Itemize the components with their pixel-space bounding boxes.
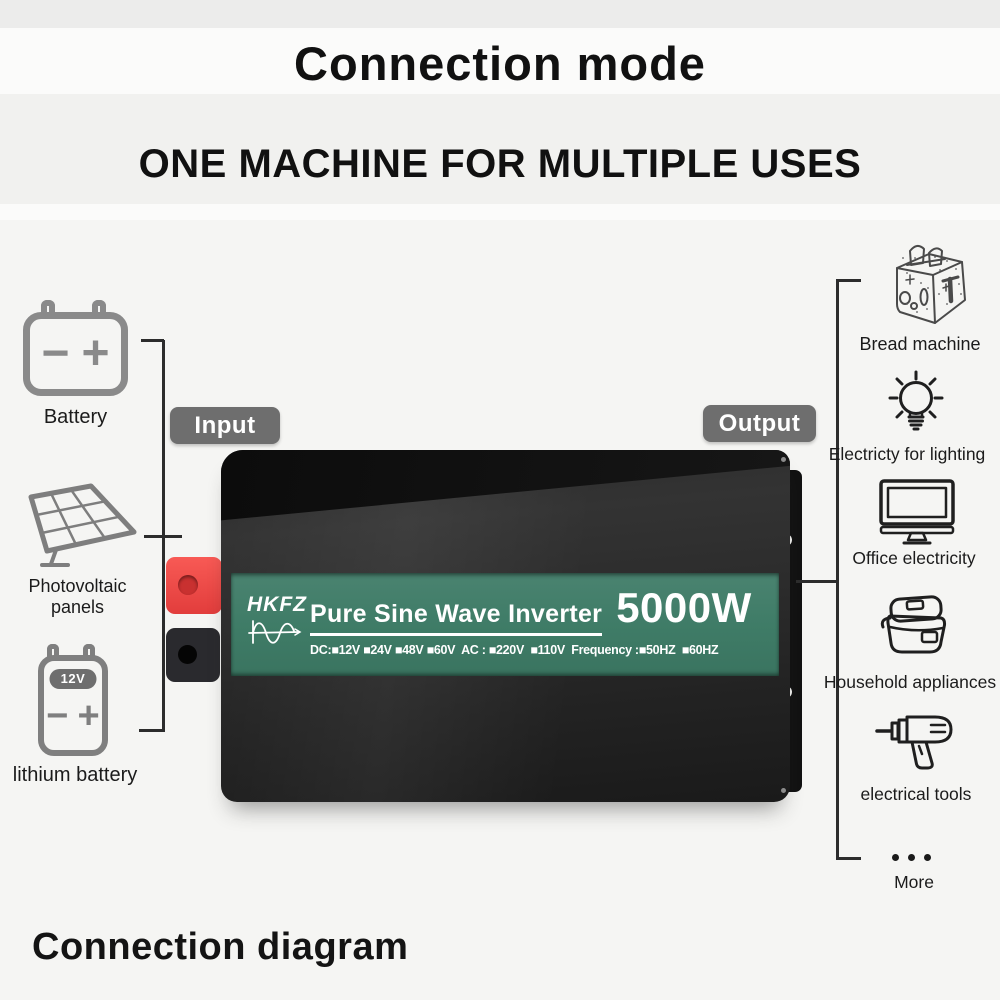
input-stub-battery: [141, 339, 164, 342]
drill-icon: [875, 715, 953, 770]
battery-icon: − +: [23, 300, 128, 396]
rice-cooker-icon: [880, 595, 947, 654]
light-bulb-icon: [888, 370, 944, 431]
output-bracket-line: [836, 280, 839, 860]
input-pill: Input: [170, 407, 280, 444]
input-label: Input: [194, 411, 256, 439]
household-appliances-label: Household appliances: [823, 672, 997, 692]
toaster-icon: [896, 245, 966, 324]
positive-terminal-connector: [166, 557, 222, 614]
input-stub-lithium: [139, 729, 164, 732]
brand-logo: HKFZ: [247, 593, 307, 616]
minus-symbol: −: [46, 695, 69, 737]
product-title: Pure Sine Wave Inverter: [310, 600, 603, 636]
battery-icon-body: − +: [23, 312, 128, 396]
footer-caption: Connection diagram: [32, 926, 409, 968]
spec-line: DC:■12V ■24V ■48V ■60V AC : ■220V ■110V …: [310, 643, 719, 657]
output-label: Output: [718, 409, 801, 437]
power-rating: 5000W: [616, 584, 752, 631]
negative-terminal-connector: [166, 628, 220, 682]
background-band: [0, 94, 1000, 204]
sine-wave-icon: [248, 620, 302, 644]
output-pill: Output: [703, 405, 816, 442]
screw-dot: [781, 788, 786, 793]
output-stub-top: [836, 279, 861, 282]
more-label: More: [894, 872, 934, 892]
input-stub-solar: [144, 535, 182, 538]
page-subtitle: ONE MACHINE FOR MULTIPLE USES: [138, 142, 862, 186]
minus-symbol: −: [41, 327, 70, 380]
terminal-bolt: [178, 645, 197, 664]
lithium-battery-label: lithium battery: [12, 764, 138, 786]
output-connector-line: [796, 580, 838, 583]
background-band: [0, 0, 1000, 28]
battery-terminal: [92, 300, 106, 316]
output-stub-bottom: [836, 857, 861, 860]
inverter-label-panel: HKFZ Pure Sine Wave Inverter 5000W DC:■1…: [231, 573, 779, 676]
page-title: Connection mode: [294, 37, 706, 90]
battery-terminal: [47, 644, 59, 659]
terminal-bolt: [178, 575, 198, 595]
lithium-battery-icon-body: 12V − +: [38, 655, 108, 756]
battery-terminal: [41, 300, 55, 316]
battery-label: Battery: [43, 406, 108, 428]
more-dots-icon: [892, 854, 931, 861]
photovoltaic-panels-label: Photovoltaic panels: [28, 576, 127, 617]
electricity-for-lighting-label: Electricty for lighting: [828, 444, 986, 464]
plus-symbol: +: [81, 327, 110, 380]
office-electricity-label: Office electricity: [852, 548, 976, 568]
monitor-icon: [879, 479, 955, 545]
solar-panel-icon: [28, 483, 137, 567]
battery-terminal: [83, 644, 95, 659]
background-band: [0, 28, 1000, 94]
plus-symbol: +: [77, 695, 100, 737]
voltage-badge: 12V: [49, 669, 97, 689]
bread-machine-label: Bread machine: [859, 334, 981, 354]
lithium-battery-icon: 12V − +: [38, 644, 108, 756]
screw-dot: [781, 457, 786, 462]
background-band: [0, 204, 1000, 220]
electrical-tools-label: electrical tools: [860, 784, 972, 804]
